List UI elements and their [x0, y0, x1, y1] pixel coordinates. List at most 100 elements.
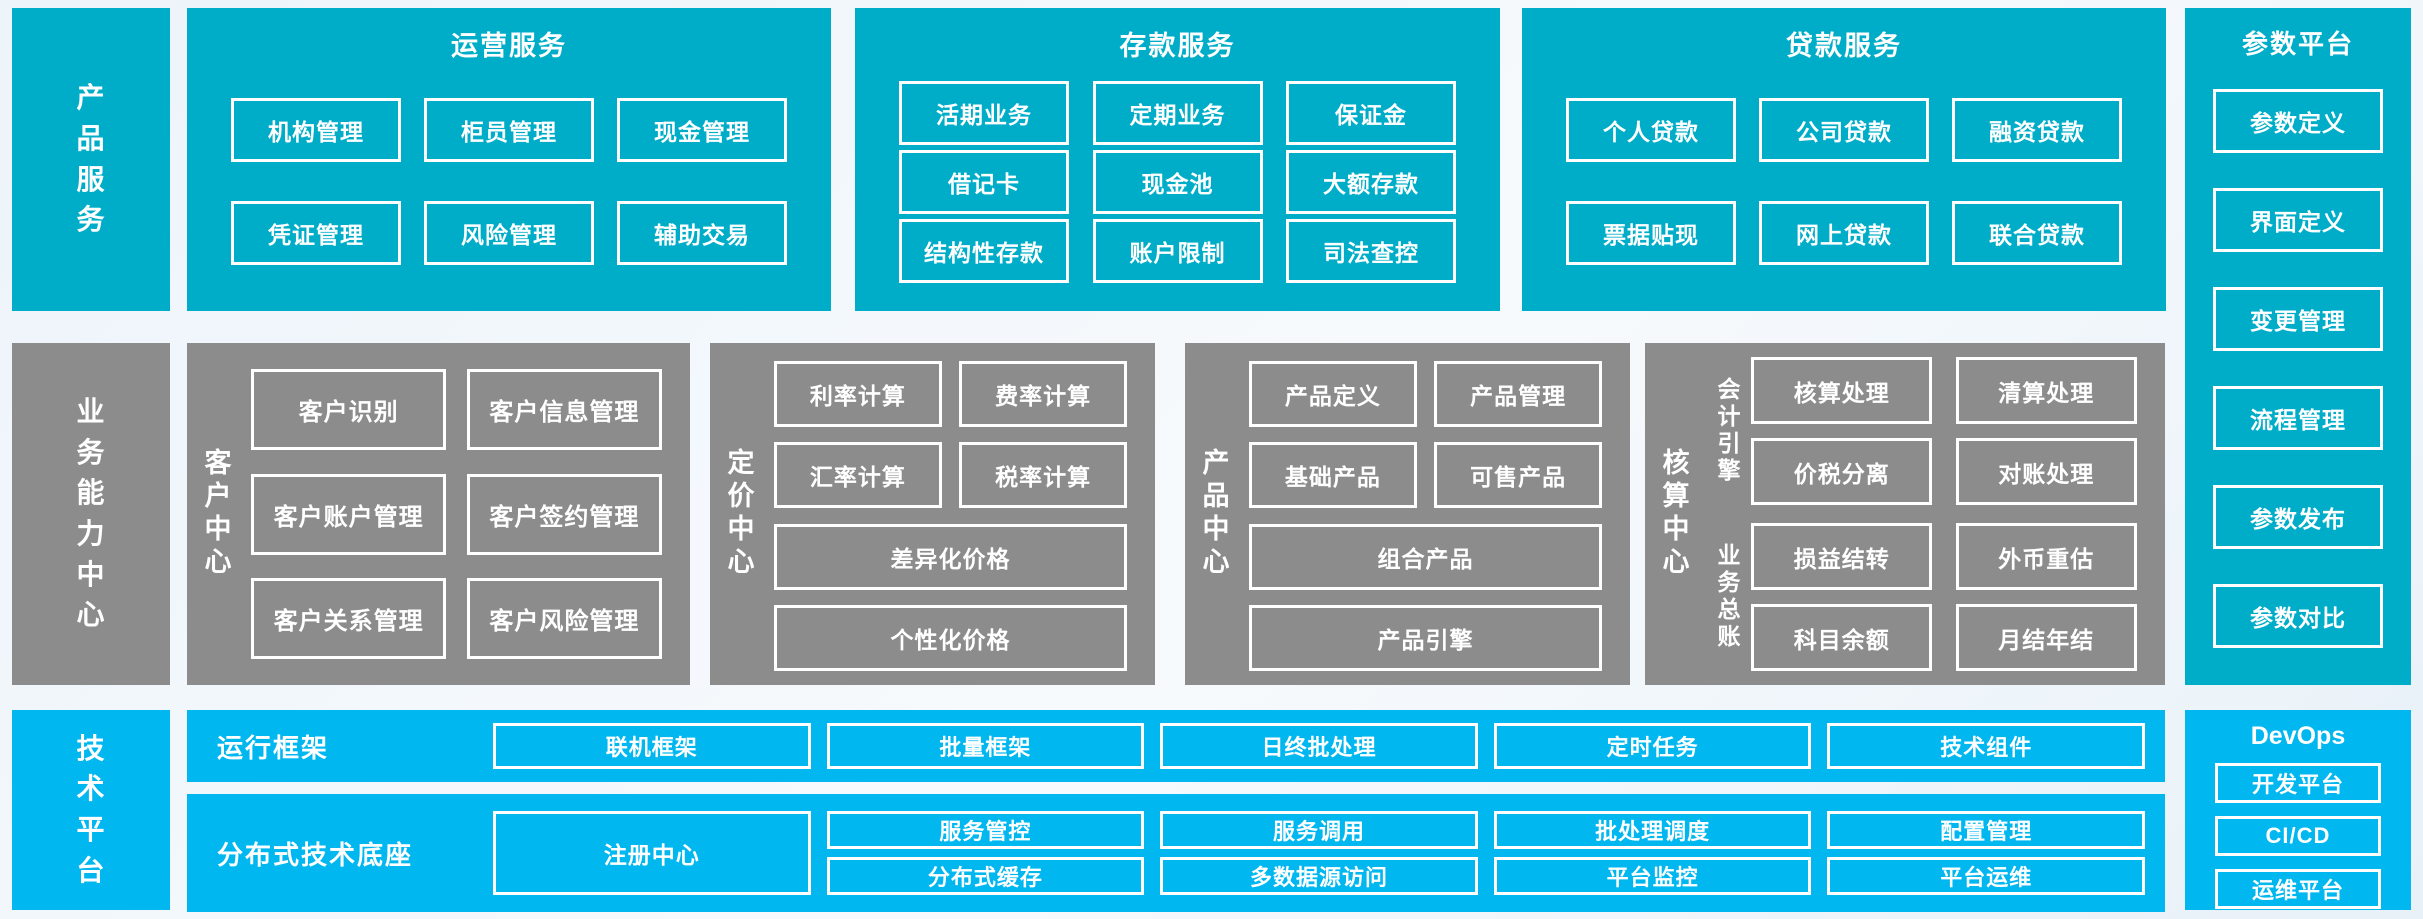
diagram-box: 变更管理	[2213, 287, 2383, 352]
diagram-box: 柜员管理	[424, 97, 594, 162]
devops-boxes: 开发平台 CI/CD 运维平台	[2215, 763, 2381, 909]
diagram-box: 运维平台	[2215, 869, 2381, 909]
section-deposit-services: 存款服务 活期业务 定期业务 保证金 借记卡 现金池 大额存款 结构性存款 账户…	[855, 8, 1500, 311]
diagram-box: 网上贷款	[1759, 201, 1929, 266]
parameters-title: 参数平台	[2241, 29, 2354, 59]
diagram-box: 平台监控	[1493, 857, 1812, 895]
diagram-box: 基础产品	[1249, 442, 1417, 509]
diagram-box: 票据贴现	[1566, 201, 1736, 266]
pricing-center-boxes: 利率计算 费率计算 汇率计算 税率计算 差异化价格 个性化价格	[774, 361, 1127, 671]
diagram-box: 损益结转	[1751, 523, 1933, 590]
section-accounting-center: 核算中心 会计引擎 核算处理 清算处理 价税分离 对账处理 业务总账	[1645, 343, 2165, 685]
diagram-box: 服务调用	[1160, 811, 1478, 849]
diagram-box: 批处理调度	[1493, 811, 1812, 849]
diagram-box: 产品定义	[1249, 361, 1417, 427]
diagram-box: CI/CD	[2215, 816, 2381, 856]
diagram-box: 界面定义	[2213, 188, 2383, 253]
diagram-box: 利率计算	[774, 361, 942, 427]
diagram-box: 结构性存款	[899, 218, 1069, 283]
diagram-box: 科目余额	[1751, 604, 1933, 671]
diagram-box: 司法查控	[1286, 218, 1456, 283]
diagram-box: 税率计算	[959, 442, 1127, 509]
business-ledger-label: 业务总账	[1714, 543, 1740, 651]
diagram-box: 分布式缓存	[826, 857, 1145, 895]
diagram-box: 配置管理	[1827, 811, 2145, 849]
band-label-product-services: 产品服务	[12, 8, 170, 311]
diagram-box: 参数对比	[2213, 583, 2383, 648]
parameters-boxes: 参数定义 界面定义 变更管理 流程管理 参数发布 参数对比	[2213, 72, 2383, 665]
distributed-column: 配置管理 平台运维	[1827, 811, 2145, 895]
diagram-box: 联合贷款	[1952, 201, 2122, 266]
diagram-box: 机构管理	[231, 97, 401, 162]
diagram-box: 现金池	[1092, 149, 1263, 214]
diagram-box: 产品管理	[1434, 361, 1602, 427]
band-label-business-center: 业务能力中心	[12, 343, 170, 685]
diagram-box: 平台运维	[1827, 857, 2145, 895]
diagram-box: 定期业务	[1092, 80, 1263, 145]
runtime-label: 运行框架	[217, 732, 330, 763]
diagram-box: 现金管理	[617, 97, 787, 162]
section-loan-services: 贷款服务 个人贷款 公司贷款 融资贷款 票据贴现 网上贷款 联合贷款	[1522, 8, 2166, 311]
diagram-box: 定时任务	[1493, 723, 1812, 769]
distributed-label: 分布式技术底座	[217, 839, 414, 870]
section-distributed-base: 分布式技术底座 注册中心 服务管控 分布式缓存 服务调用 多数据源访问 批处理调…	[187, 794, 2165, 912]
diagram-box: 多数据源访问	[1160, 857, 1478, 895]
section-parameter-platform: 参数平台 参数定义 界面定义 变更管理 流程管理 参数发布 参数对比	[2185, 8, 2411, 685]
diagram-box: 客户签约管理	[466, 473, 662, 555]
customer-center-boxes: 客户识别 客户信息管理 客户账户管理 客户签约管理 客户关系管理 客户风险管理	[251, 369, 662, 659]
diagram-box: 开发平台	[2215, 763, 2381, 803]
accounting-center-label: 核算中心	[1658, 448, 1689, 580]
product-center-label: 产品中心	[1198, 448, 1229, 580]
section-product-center: 产品中心 产品定义 产品管理 基础产品 可售产品 组合产品 产品引擎	[1185, 343, 1630, 685]
diagram-box: 个性化价格	[774, 604, 1127, 671]
loans-boxes: 个人贷款 公司贷款 融资贷款 票据贴现 网上贷款 联合贷款	[1566, 78, 2122, 285]
diagram-box: 借记卡	[899, 149, 1069, 214]
diagram-box: 参数发布	[2213, 484, 2383, 549]
diagram-box: 客户风险管理	[466, 578, 662, 659]
diagram-box: 参数定义	[2213, 89, 2383, 154]
operations-title: 运营服务	[451, 31, 567, 61]
business-center-label: 业务能力中心	[76, 396, 106, 631]
diagram-box: 客户识别	[251, 369, 447, 450]
diagram-box: 账户限制	[1092, 218, 1263, 283]
diagram-box: 服务管控	[826, 811, 1145, 849]
section-pricing-center: 定价中心 利率计算 费率计算 汇率计算 税率计算 差异化价格 个性化价格	[710, 343, 1155, 685]
diagram-box: 价税分离	[1751, 438, 1933, 505]
diagram-box: 产品引擎	[1249, 604, 1602, 671]
diagram-box: 风险管理	[424, 201, 594, 266]
accounting-engine-label: 会计引擎	[1714, 377, 1740, 485]
diagram-box: 汇率计算	[774, 442, 942, 509]
diagram-box: 注册中心	[493, 811, 811, 895]
diagram-box: 客户信息管理	[466, 369, 662, 450]
business-ledger-group: 业务总账 损益结转 外币重估 科目余额 月结年结	[1703, 523, 2137, 671]
diagram-box: 公司贷款	[1759, 97, 1929, 162]
diagram-box: 可售产品	[1434, 442, 1602, 509]
diagram-box: 批量框架	[826, 723, 1145, 769]
diagram-box: 核算处理	[1751, 357, 1933, 424]
tech-platform-label: 技术平台	[76, 732, 106, 886]
diagram-box: 凭证管理	[231, 201, 401, 266]
diagram-box: 日终批处理	[1160, 723, 1478, 769]
diagram-box: 客户关系管理	[251, 578, 447, 659]
distributed-column: 服务调用 多数据源访问	[1160, 811, 1478, 895]
diagram-box: 个人贷款	[1566, 97, 1736, 162]
deposits-title: 存款服务	[1119, 31, 1236, 61]
diagram-box: 清算处理	[1955, 357, 2137, 424]
diagram-box: 技术组件	[1827, 723, 2145, 769]
distributed-column: 服务管控 分布式缓存	[826, 811, 1145, 895]
diagram-box: 外币重估	[1955, 523, 2137, 590]
diagram-box: 对账处理	[1955, 438, 2137, 505]
diagram-box: 费率计算	[959, 361, 1127, 427]
diagram-box: 保证金	[1286, 80, 1456, 145]
diagram-box: 融资贷款	[1952, 97, 2122, 162]
accounting-engine-group: 会计引擎 核算处理 清算处理 价税分离 对账处理	[1703, 357, 2137, 505]
devops-title: DevOps	[2250, 722, 2346, 750]
section-devops: DevOps 开发平台 CI/CD 运维平台	[2185, 710, 2411, 910]
product-services-label: 产品服务	[76, 82, 106, 236]
diagram-box: 月结年结	[1955, 604, 2137, 671]
diagram-box: 大额存款	[1286, 149, 1456, 214]
diagram-box: 组合产品	[1249, 523, 1602, 590]
section-runtime-framework: 运行框架 联机框架 批量框架 日终批处理 定时任务 技术组件	[187, 710, 2165, 782]
distributed-column: 批处理调度 平台监控	[1493, 811, 1812, 895]
diagram-box: 差异化价格	[774, 523, 1127, 590]
